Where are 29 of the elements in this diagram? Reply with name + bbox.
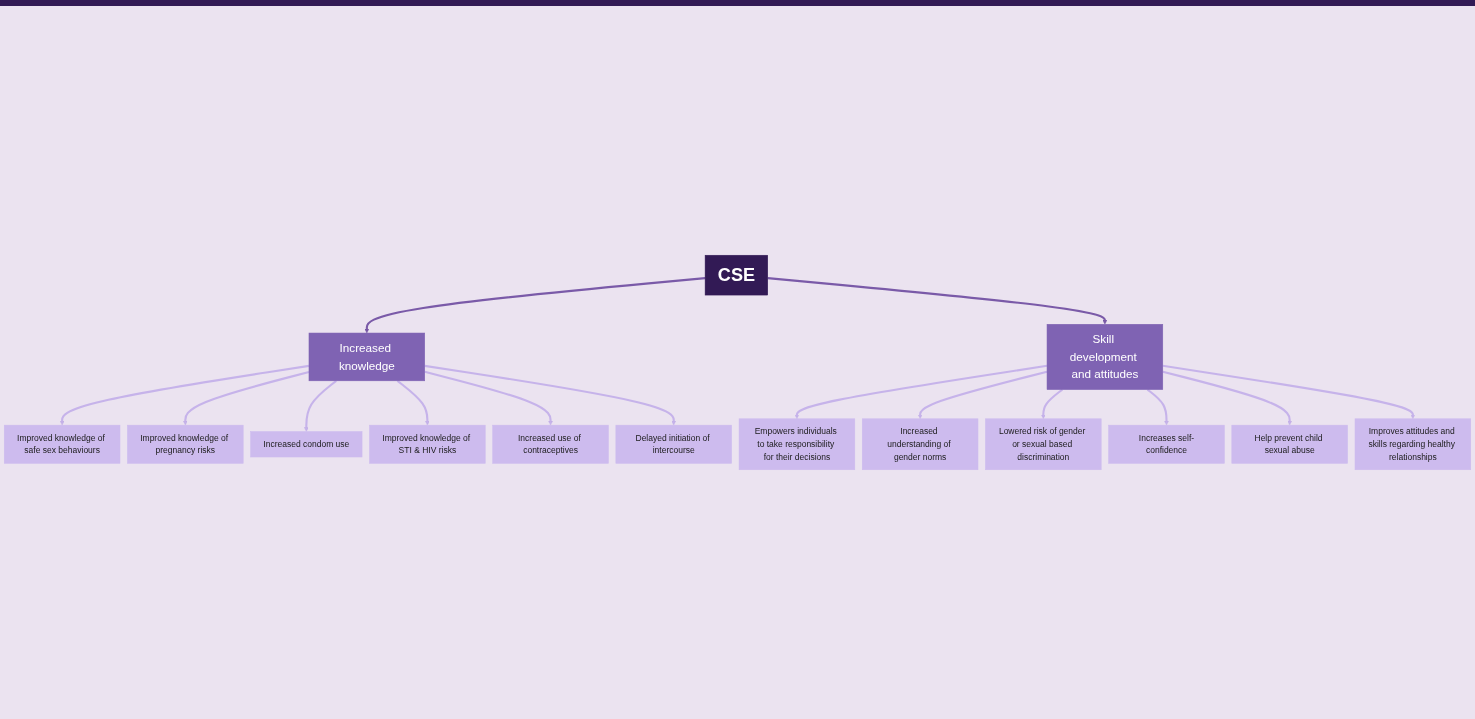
arrow [1146,388,1169,426]
arrow [364,277,706,334]
arrow [917,370,1048,419]
arrow [183,370,310,426]
arrow [1162,370,1292,426]
arrow [59,364,310,426]
node-box: Increased condom use [250,431,363,458]
node-box: CSE [704,254,768,296]
arrow [767,277,1108,325]
node-box: Help prevent child sexual abuse [1231,424,1348,464]
arrow [424,370,553,426]
node-box: Increased understanding of gender norms [862,418,979,471]
node-box: Delayed initiation of intercourse [615,424,732,464]
node-box: Improved knowledge of STI & HIV risks [369,424,486,464]
arrow [794,364,1048,419]
node-box: Increased use of contraceptives [492,424,609,464]
node-box: Improved knowledge of safe sex behaviours [4,424,121,464]
node-box: Increased knowledge [308,332,425,382]
node-box: Lowered risk of gender or sexual based discrimination [985,418,1102,471]
arrow [396,380,430,426]
arrow [304,380,337,432]
node-box: Empowers individuals to take responsibility for their decisions [738,418,856,471]
node-box: Improved knowledge of pregnancy risks [127,424,244,464]
node-box: Improves attitudes and skills regarding healthy relationships [1354,418,1471,471]
arrow [1162,364,1416,419]
node-box: Skill development and attitudes [1046,324,1164,390]
arrow [424,364,677,426]
node-box: Increases self-confidence [1108,424,1225,464]
arrow [1041,388,1063,419]
